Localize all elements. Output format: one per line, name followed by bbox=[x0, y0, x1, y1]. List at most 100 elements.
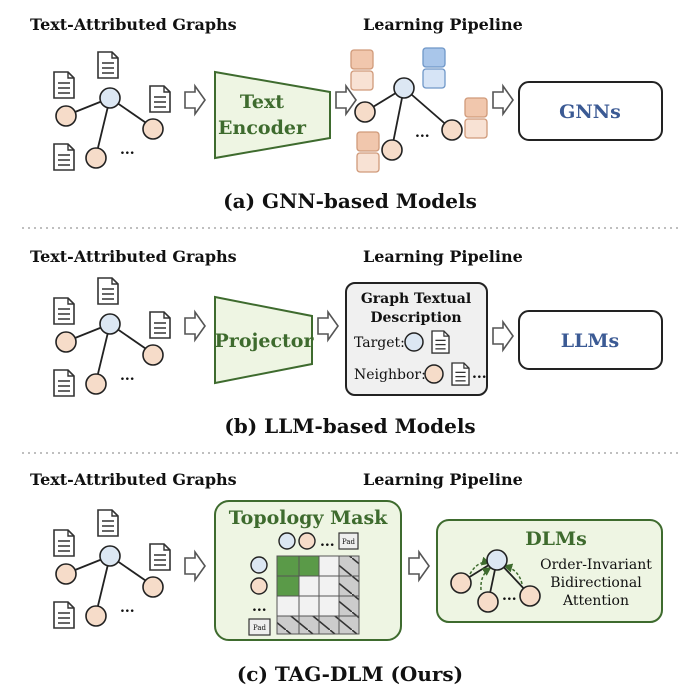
target-label: Target: bbox=[354, 335, 405, 351]
document-icon bbox=[451, 362, 470, 386]
document-icon bbox=[53, 369, 75, 397]
document-icon bbox=[149, 543, 171, 571]
ellipsis: ... bbox=[415, 125, 430, 141]
neighbor-node bbox=[142, 118, 164, 140]
pad-label: Pad bbox=[253, 624, 267, 632]
document-icon bbox=[97, 277, 119, 305]
arrow-icon bbox=[408, 551, 430, 581]
attention-arrow bbox=[480, 566, 492, 591]
arrow-icon bbox=[492, 321, 514, 351]
document-icon bbox=[53, 71, 75, 99]
encoder-label-line2: Encoder bbox=[218, 117, 307, 139]
arrow-icon bbox=[492, 85, 514, 115]
pad-token bbox=[248, 618, 271, 636]
target-node bbox=[99, 87, 121, 109]
target-node bbox=[99, 313, 121, 335]
neighbor-node bbox=[477, 591, 499, 613]
description-title-line1: Graph Textual bbox=[361, 291, 471, 307]
target-node bbox=[486, 549, 508, 571]
caption-a: (a) GNN-based Models bbox=[223, 189, 477, 213]
document-icon bbox=[53, 297, 75, 325]
text-encoder-block: Text Encoder bbox=[214, 70, 331, 160]
caption-c: (c) TAG-DLM (Ours) bbox=[237, 662, 463, 686]
gnns-model-box: GNNs bbox=[518, 81, 663, 141]
ellipsis: ... bbox=[120, 368, 135, 384]
panel-c-left-heading: Text-Attributed Graphs bbox=[30, 470, 237, 489]
ellipsis: ... bbox=[502, 588, 517, 604]
document-icon bbox=[149, 311, 171, 339]
panel-b-left-heading: Text-Attributed Graphs bbox=[30, 247, 237, 266]
pad-label: Pad bbox=[342, 538, 356, 546]
neighbor-label: Neighbor: bbox=[354, 367, 426, 383]
ellipsis: ... bbox=[320, 534, 335, 550]
dlms-label: DLMs bbox=[525, 528, 587, 550]
target-node bbox=[278, 532, 296, 550]
encoder-label-line1: Text bbox=[240, 91, 284, 113]
graph-textual-description: Graph Textual Description Target: Neighb… bbox=[345, 282, 488, 396]
neighbor-node bbox=[298, 532, 316, 550]
attention-line3: Attention bbox=[562, 593, 629, 609]
ellipsis: ... bbox=[120, 600, 135, 616]
document-icon bbox=[149, 85, 171, 113]
attention-line1: Order-Invariant bbox=[540, 557, 652, 573]
llms-label: LLMs bbox=[561, 330, 619, 352]
embedding-token bbox=[464, 118, 488, 139]
ellipsis: ... bbox=[120, 142, 135, 158]
arrow-icon bbox=[317, 311, 339, 341]
document-icon bbox=[53, 601, 75, 629]
embedding-token bbox=[422, 68, 446, 89]
target-node bbox=[393, 77, 415, 99]
neighbor-node bbox=[381, 139, 403, 161]
topology-mask-block: Topology Mask ... Pad ... Pad bbox=[214, 500, 402, 641]
document-icon bbox=[53, 529, 75, 557]
caption-b: (b) LLM-based Models bbox=[224, 414, 475, 438]
panel-a-right-heading: Learning Pipeline bbox=[363, 15, 523, 34]
dlms-model-box: DLMs ... Order-Invariant Bidirectional A… bbox=[436, 519, 663, 623]
target-node bbox=[250, 556, 268, 574]
neighbor-node bbox=[85, 373, 107, 395]
neighbor-node bbox=[55, 331, 77, 353]
graph-b: ... bbox=[53, 277, 171, 397]
neighbor-node bbox=[354, 101, 376, 123]
panel-c-right-heading: Learning Pipeline bbox=[363, 470, 523, 489]
embedding-token bbox=[464, 97, 488, 118]
neighbor-node bbox=[142, 344, 164, 366]
arrow-icon bbox=[184, 551, 206, 581]
ellipsis: ... bbox=[472, 366, 487, 382]
neighbor-node bbox=[424, 364, 444, 384]
embedded-graph-a: ... bbox=[350, 47, 488, 173]
arrow-icon bbox=[184, 85, 206, 115]
ellipsis: ... bbox=[252, 599, 267, 615]
panel-a-left-heading: Text-Attributed Graphs bbox=[30, 15, 237, 34]
description-title-line2: Description bbox=[370, 310, 461, 326]
graph-c: ... bbox=[53, 509, 171, 629]
embedding-token bbox=[356, 152, 380, 173]
neighbor-node bbox=[85, 147, 107, 169]
panel-llm: Text-Attributed Graphs Learning Pipeline… bbox=[30, 247, 663, 438]
projector-block: Projector bbox=[214, 295, 314, 385]
neighbor-node bbox=[450, 572, 472, 594]
mask-grid bbox=[276, 555, 360, 635]
panel-tag-dlm: Text-Attributed Graphs Learning Pipeline… bbox=[30, 470, 663, 686]
panel-gnn: Text-Attributed Graphs Learning Pipeline… bbox=[30, 15, 663, 213]
neighbor-node bbox=[142, 576, 164, 598]
topology-mask-title: Topology Mask bbox=[229, 507, 388, 529]
embedding-token bbox=[422, 47, 446, 68]
target-node bbox=[404, 332, 424, 352]
panel-b-right-heading: Learning Pipeline bbox=[363, 247, 523, 266]
embedding-token bbox=[350, 70, 374, 91]
embedding-token bbox=[356, 131, 380, 152]
pad-token bbox=[338, 532, 359, 550]
llms-model-box: LLMs bbox=[518, 310, 663, 370]
document-icon bbox=[431, 330, 450, 354]
attention-arrow bbox=[503, 563, 523, 585]
neighbor-node bbox=[55, 105, 77, 127]
graph-a: ... bbox=[53, 51, 171, 171]
neighbor-node bbox=[519, 585, 541, 607]
attention-line2: Bidirectional bbox=[550, 575, 642, 591]
document-icon bbox=[97, 509, 119, 537]
neighbor-node bbox=[250, 577, 268, 595]
neighbor-node bbox=[441, 119, 463, 141]
document-icon bbox=[53, 143, 75, 171]
